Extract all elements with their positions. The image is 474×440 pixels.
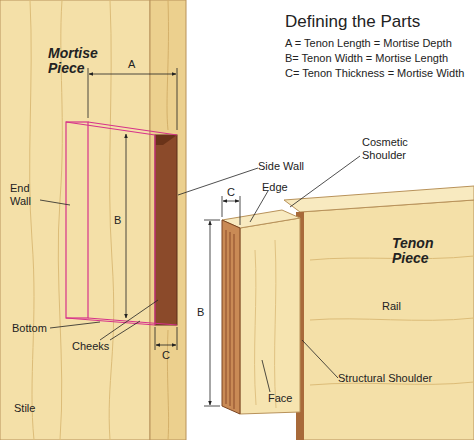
- legend-line: A = Tenon Length = Mortise Depth: [285, 37, 473, 50]
- dimension-letter: C: [162, 349, 176, 362]
- extension-line: [204, 220, 220, 406]
- dimension-b: [210, 221, 211, 405]
- extension-line: [88, 68, 177, 130]
- diagram-title: Defining the Parts: [285, 12, 420, 32]
- part-name: Tenon Piece: [392, 236, 462, 267]
- dimension-c: [156, 345, 176, 346]
- part-label: Cheeks: [72, 340, 122, 353]
- part-label: Rail: [382, 300, 422, 313]
- wood-grain: [310, 256, 474, 385]
- extension-line: [222, 196, 240, 225]
- dimension-a: [89, 74, 176, 75]
- tenon-end-grain: [222, 220, 240, 414]
- wood-grain: [109, 0, 114, 440]
- dimension-letter: B: [197, 306, 209, 319]
- part-label: Face: [268, 392, 308, 405]
- rail-top: [284, 186, 474, 212]
- part-label: End Wall: [10, 182, 50, 207]
- mortise-opening: [155, 135, 177, 325]
- mortise-shadow: [155, 135, 177, 145]
- dimension-b: [126, 134, 127, 318]
- dimension-letter: C: [227, 186, 241, 199]
- part-label: Cosmetic Shoulder: [362, 136, 424, 161]
- part-label: Structural Shoulder: [338, 372, 472, 385]
- wood-grain: [30, 0, 34, 440]
- stile-side: [150, 0, 186, 440]
- dimension-c: [223, 201, 239, 202]
- rail-face: [300, 200, 474, 440]
- end-grain-lines: [226, 230, 234, 409]
- part-label: Bottom: [12, 322, 62, 335]
- mortise-outline: [154, 135, 155, 325]
- stile-face: [0, 0, 150, 440]
- mortise-outline: [66, 122, 88, 318]
- extension-line: [155, 327, 177, 350]
- mortise-outline: [66, 122, 177, 325]
- legend-line: B= Tenon Width = Mortise Length: [285, 52, 473, 65]
- legend-line: C= Tenon Thickness = Mortise Width: [285, 67, 473, 80]
- part-label: Side Wall: [258, 160, 318, 173]
- dimension-letter: B: [114, 214, 126, 227]
- tenon-cheek: [240, 218, 300, 414]
- wood-grain: [255, 240, 276, 408]
- part-name: Mortise Piece: [48, 46, 110, 77]
- dimension-letter: A: [128, 58, 148, 71]
- leader-line: [250, 156, 360, 392]
- part-label: Edge: [262, 181, 302, 194]
- part-label: Stile: [14, 402, 54, 415]
